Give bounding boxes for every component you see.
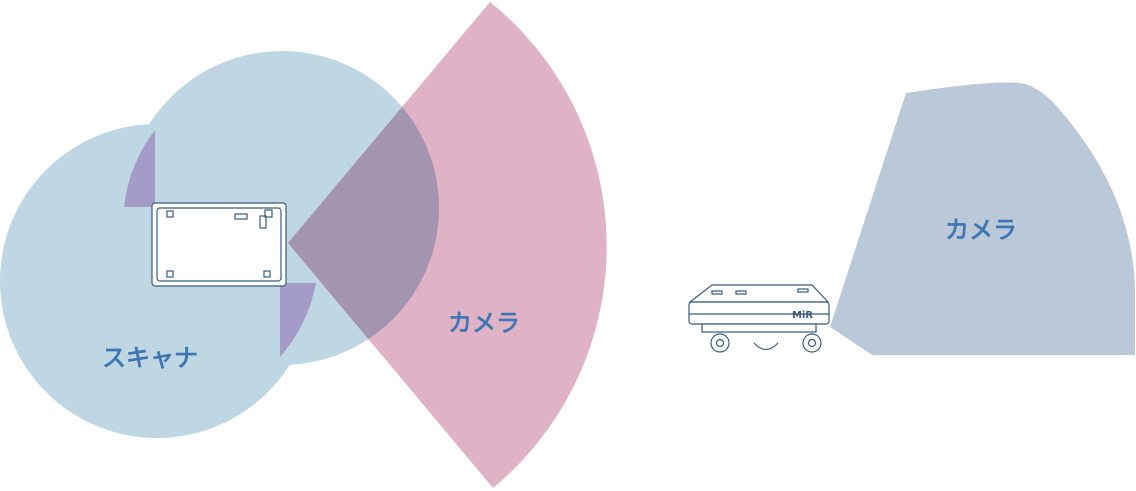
scanner-blind-zone-bottom: [280, 283, 316, 357]
scanner-blind-zone-top: [124, 130, 155, 207]
camera-field-top: [288, 2, 607, 488]
robot-side-view: MiR: [688, 284, 830, 353]
camera-field-side: [830, 82, 1135, 355]
robot-top-view: [151, 202, 287, 287]
scanner-label: スキャナ: [102, 344, 198, 372]
camera-label-top-view: カメラ: [448, 309, 520, 337]
robot-logo: MiR: [792, 310, 813, 321]
camera-label-side-view: カメラ: [945, 216, 1017, 244]
